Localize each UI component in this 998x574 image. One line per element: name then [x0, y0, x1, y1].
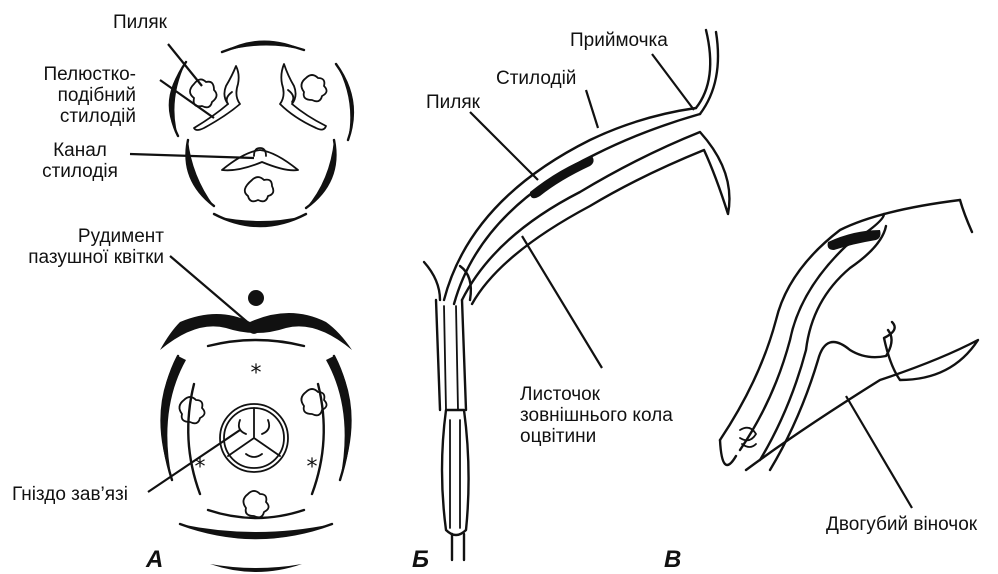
outer-whorl-right	[326, 356, 352, 480]
leader-kanal	[130, 154, 254, 158]
asterisk-right: *	[307, 455, 318, 480]
stylodium-right	[280, 64, 326, 130]
leader-pryimochka	[652, 54, 694, 110]
bilabiate-flower	[720, 200, 978, 470]
ovary-body	[442, 410, 469, 535]
label-line: подібний	[20, 85, 136, 106]
panel-label-b: Б	[412, 546, 429, 574]
leader-pylyak-a	[168, 44, 202, 86]
leader-stylodiy	[586, 90, 598, 128]
label-pylyak-a: Пиляк	[100, 12, 180, 33]
label-line: стилодія	[28, 161, 132, 182]
anther-long	[530, 156, 594, 198]
label-stigma: Приймочка	[570, 30, 668, 51]
label-line: Пелюстко-	[20, 64, 136, 85]
stylodium-cross-section	[169, 40, 354, 226]
lower-lip	[720, 322, 978, 470]
axis-dot	[248, 290, 264, 306]
panel-label-a: А	[146, 546, 163, 574]
anther-bottom	[245, 177, 274, 201]
asterisk-top: *	[251, 361, 262, 386]
stylodium-left	[194, 66, 240, 130]
label-stylodium: Стилодій	[496, 68, 576, 89]
anther-right	[301, 75, 326, 101]
stylodium-bottom	[222, 150, 298, 170]
label-line: Листочок	[520, 384, 673, 405]
label-pylyak-b: Пиляк	[426, 92, 480, 113]
bract	[160, 313, 352, 350]
label-outer-perianth-lobe: Листочок зовнішнього кола оцвітини	[520, 384, 673, 447]
label-ovary-locule: Гніздо зав’язі	[12, 484, 128, 505]
pedicel	[452, 534, 464, 560]
label-line: Канал	[28, 140, 132, 161]
anther-bottom	[243, 491, 268, 517]
anther-left	[179, 397, 204, 423]
label-axillary-rudiment: Рудимент пазушної квітки	[20, 226, 164, 268]
label-line: стилодій	[20, 106, 136, 127]
leader-dvohubyi	[846, 396, 912, 508]
label-bilabiate-corolla: Двогубий віночок	[826, 514, 977, 535]
label-petaloid-stylodium: Пелюстко- подібний стилодій	[20, 64, 136, 127]
stigma	[696, 30, 718, 114]
floral-diagram: * * *	[160, 290, 352, 572]
label-stylodium-canal: Канал стилодія	[28, 140, 132, 182]
label-line: оцвітини	[520, 426, 673, 447]
stylodium	[444, 108, 696, 300]
label-line: зовнішнього кола	[520, 405, 673, 426]
outer-perianth-lobe	[462, 132, 729, 304]
panel-label-v: В	[664, 546, 681, 574]
leader-lystochok	[522, 236, 602, 368]
floral-tube	[436, 300, 466, 410]
label-line: пазушної квітки	[20, 247, 164, 268]
leader-pelustko	[160, 80, 214, 118]
label-line: Рудимент	[20, 226, 164, 247]
leader-pylyak-b	[470, 112, 538, 180]
